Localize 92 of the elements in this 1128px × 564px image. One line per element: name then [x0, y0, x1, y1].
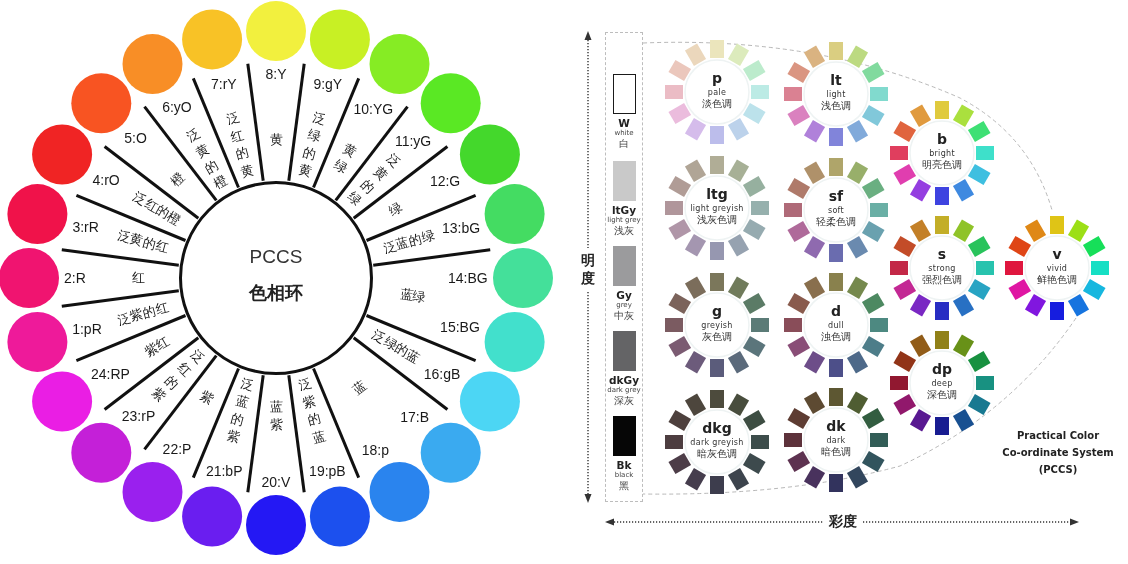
- tone-name-zh: 淡色调: [702, 97, 732, 111]
- tone-name-zh: 明亮色调: [922, 158, 962, 172]
- note-text: Practical Color Co-ordinate System (PCCS): [1001, 429, 1115, 477]
- hue-label: 18:p: [361, 441, 389, 458]
- tone-code: lt: [830, 72, 842, 88]
- tone-code: v: [1052, 246, 1062, 262]
- tone-name: vivid: [1046, 263, 1068, 273]
- hue-label: 22:P: [162, 441, 192, 458]
- hue-label: 12:G: [429, 172, 461, 189]
- tone-code: Gy: [615, 289, 633, 301]
- hue-name-label: 泛蓝的紫: [224, 374, 256, 448]
- hue-label: 6:yO: [162, 98, 192, 115]
- hue-label: 5:O: [124, 129, 147, 146]
- hue-name-label: 紫: [196, 386, 218, 409]
- tone-code: dp: [932, 361, 952, 377]
- tone-code: dkg: [702, 420, 732, 436]
- tone-name: soft: [827, 205, 845, 215]
- tone-name-zh: 灰色调: [702, 330, 732, 344]
- hue-label: 19:pB: [309, 462, 346, 479]
- tone-code: Bk: [615, 459, 633, 471]
- hue-name-label: 蓝绿: [398, 285, 427, 307]
- hue-name-label: 紫红: [140, 332, 173, 362]
- tone-code: d: [831, 303, 841, 319]
- hue-name-label: 蓝: [349, 376, 371, 399]
- tone-name-zh: 强烈色调: [922, 273, 962, 287]
- tone-name-zh: 暗色调: [821, 445, 851, 459]
- tone-name-zh: 深灰: [613, 395, 635, 407]
- tone-name-zh: 浅灰色调: [697, 213, 737, 227]
- wheel-subtitle: 色相环: [249, 281, 303, 305]
- hue-label: 8:Y: [265, 66, 287, 82]
- tone-name-zh: 鲜艳色调: [1037, 273, 1077, 287]
- tone-name-zh: 浊色调: [821, 330, 851, 344]
- hue-label: 4:rO: [92, 171, 120, 188]
- tone-name: deep: [931, 378, 953, 388]
- tone-code: dk: [826, 418, 846, 434]
- hue-label: 21:bP: [205, 462, 243, 479]
- hue-label: 3:rR: [72, 218, 99, 235]
- tone-name: dull: [828, 320, 844, 330]
- tone-name-zh: 深色调: [927, 388, 957, 402]
- hue-label: 14:BG: [448, 270, 488, 286]
- tone-code: p: [712, 70, 722, 86]
- tone-code: W: [617, 117, 631, 129]
- hue-name-label: 黄: [269, 131, 283, 149]
- wheel-title: PCCS: [249, 246, 303, 268]
- hue-name-label: 泛红的黄: [224, 108, 256, 180]
- tone-name: greyish: [701, 320, 733, 330]
- hue-label: 13:bG: [442, 220, 481, 237]
- axis-label: 彩度: [824, 512, 862, 532]
- hue-name-label: 蓝紫: [269, 398, 283, 434]
- hue-label: 7:rY: [211, 75, 237, 92]
- tone-name-zh: 白: [618, 138, 630, 150]
- hue-name-label: 黄绿: [330, 139, 360, 178]
- hue-name-label: 泛绿的蓝: [368, 326, 423, 368]
- tone-name: light: [826, 89, 846, 99]
- hue-label: 15:BG: [440, 319, 480, 336]
- hue-name-label: 泛绿的黄: [296, 108, 328, 182]
- tone-name-zh: 浅灰: [613, 225, 635, 237]
- tone-name-zh: 浅色调: [821, 99, 851, 113]
- tone-name: pale: [707, 87, 727, 97]
- tone-code: ltg: [706, 186, 728, 202]
- hue-name-label: 泛紫的红: [115, 298, 171, 330]
- tone-code: ltGy: [611, 204, 638, 216]
- hue-name-label: 泛紫的蓝: [296, 374, 328, 448]
- hue-label: 1:pR: [72, 320, 102, 337]
- tone-name: strong: [928, 263, 956, 273]
- tone-name-zh: 轻柔色调: [816, 215, 856, 229]
- hue-label: 10:YG: [353, 101, 394, 118]
- tone-code: dkGy: [609, 374, 640, 386]
- hue-label: 23:rP: [121, 407, 156, 424]
- tone-name-zh: 黑: [618, 480, 630, 492]
- hue-name-label: 泛蓝的绿: [381, 226, 437, 258]
- hue-name-label: 绿: [385, 197, 406, 221]
- tone-code: b: [937, 131, 947, 147]
- hue-label: 9:gY: [313, 76, 343, 93]
- tone-code: g: [712, 303, 722, 319]
- hue-label: 20:V: [261, 474, 291, 490]
- hue-label: 24:RP: [91, 365, 130, 382]
- hue-name-label: 红: [131, 269, 145, 287]
- hue-label: 2:R: [64, 270, 86, 286]
- tone-name: dark: [826, 435, 846, 445]
- hue-name-label: 泛黄的红: [115, 226, 171, 258]
- tone-code: sf: [828, 188, 844, 204]
- tone-name: bright: [929, 148, 955, 158]
- axis-label: 明度: [579, 248, 597, 292]
- hue-label: 16:gB: [423, 366, 461, 382]
- tone-name: light greyish: [690, 203, 744, 213]
- hue-label: 17:B: [400, 408, 429, 425]
- tone-name-zh: 暗灰色调: [697, 447, 737, 461]
- tone-name-zh: 中灰: [613, 310, 635, 322]
- tone-code: s: [937, 246, 947, 262]
- tone-name: dark greyish: [690, 437, 744, 447]
- hue-label: 11:yG: [394, 133, 432, 150]
